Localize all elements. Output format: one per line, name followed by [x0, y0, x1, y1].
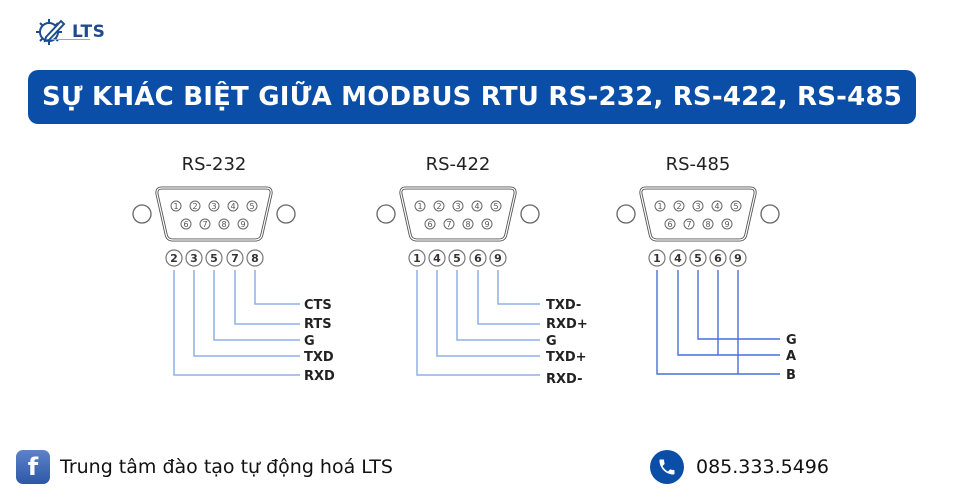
phone-icon [650, 450, 684, 484]
signal-label: CTS [304, 298, 332, 313]
logo-text: LTS [72, 22, 106, 42]
svg-text:9: 9 [734, 252, 742, 265]
svg-text:8: 8 [251, 252, 259, 265]
signal-label: B [786, 368, 796, 383]
svg-text:7: 7 [231, 252, 239, 265]
signal-label: A [786, 349, 796, 364]
rs422-title: RS-422 [426, 154, 491, 175]
phone-contact[interactable]: 085.333.5496 [650, 450, 829, 484]
rs485-connector: RS-485 1 4 5 6 9 G A B [615, 154, 797, 383]
facebook-page-name: Trung tâm đào tạo tự động hoá LTS [60, 456, 393, 478]
svg-text:3: 3 [190, 252, 198, 265]
signal-label: G [786, 333, 797, 348]
rs422-connector: RS-422 1 4 5 6 9 TXD- RXD+ [375, 154, 588, 387]
signal-label: G [304, 334, 315, 349]
svg-text:2: 2 [170, 252, 178, 265]
svg-text:5: 5 [453, 252, 461, 265]
facebook-contact[interactable]: f Trung tâm đào tạo tự động hoá LTS [16, 450, 393, 484]
svg-text:1: 1 [413, 252, 421, 265]
connector-diagram: 12345 6789 RS-232 2 3 5 7 8 [0, 140, 960, 400]
svg-text:1: 1 [653, 252, 661, 265]
svg-text:6: 6 [474, 252, 482, 265]
title-banner: SỰ KHÁC BIỆT GIỮA MODBUS RTU RS-232, RS-… [28, 70, 916, 124]
signal-label: TXD- [546, 298, 581, 313]
signal-label: G [546, 334, 557, 349]
svg-text:4: 4 [433, 252, 441, 265]
signal-label: RXD [304, 369, 335, 384]
signal-label: RTS [304, 317, 332, 332]
svg-text:9: 9 [494, 252, 502, 265]
rs232-title: RS-232 [182, 154, 247, 175]
rs485-title: RS-485 [666, 154, 731, 175]
page-title: SỰ KHÁC BIỆT GIỮA MODBUS RTU RS-232, RS-… [41, 82, 903, 112]
signal-label: RXD- [546, 372, 582, 387]
signal-label: TXD [304, 350, 334, 365]
lts-logo: LTS [34, 12, 114, 52]
signal-label: RXD+ [546, 317, 588, 332]
signal-label: TXD+ [546, 350, 587, 365]
svg-text:4: 4 [674, 252, 682, 265]
phone-number: 085.333.5496 [696, 456, 829, 478]
svg-text:5: 5 [210, 252, 218, 265]
gear-pencil-icon [36, 19, 66, 45]
facebook-icon: f [16, 450, 50, 484]
svg-text:6: 6 [714, 252, 722, 265]
svg-text:5: 5 [694, 252, 702, 265]
logo-underline [52, 39, 90, 40]
rs232-connector: RS-232 2 3 5 7 8 CTS RTS G [131, 154, 335, 384]
